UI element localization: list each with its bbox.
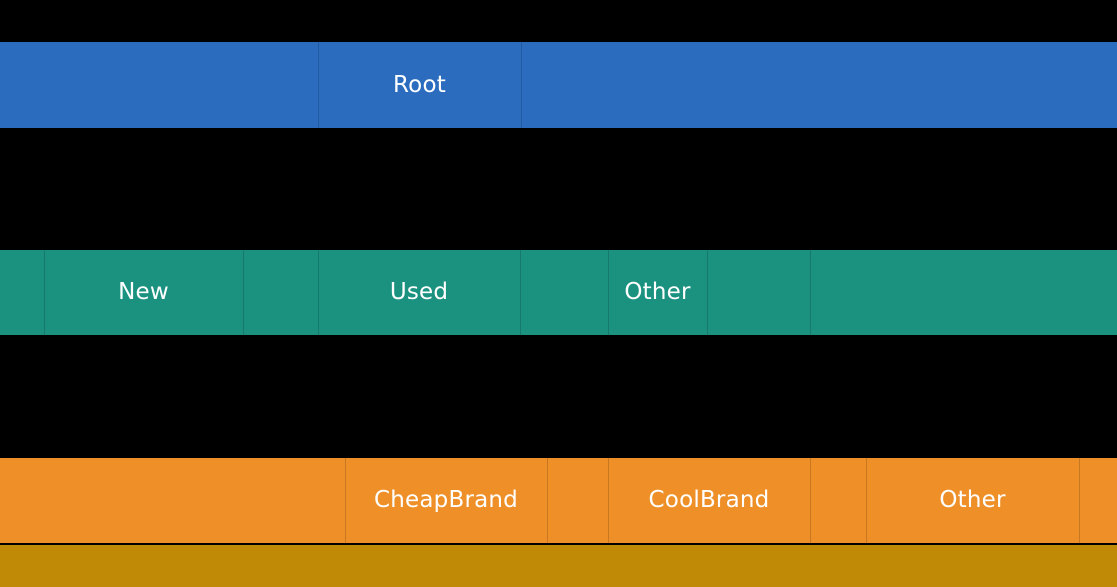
chart-level-leaf-level: [0, 545, 1117, 587]
chart-segment-used[interactable]: Used: [318, 250, 520, 335]
chart-segment-unlabeled[interactable]: [0, 42, 318, 128]
chart-segment-label: CoolBrand: [648, 487, 770, 513]
chart-segment-unlabeled[interactable]: [810, 250, 1117, 335]
chart-segment-unlabeled[interactable]: [1079, 458, 1117, 543]
chart-segment-unlabeled[interactable]: [707, 250, 810, 335]
chart-segment-unlabeled[interactable]: [0, 545, 1117, 587]
chart-segment-unlabeled[interactable]: [0, 458, 345, 543]
chart-segment-other[interactable]: Other: [608, 250, 707, 335]
chart-segment-unlabeled[interactable]: [521, 42, 1117, 128]
chart-segment-label: New: [118, 279, 169, 305]
chart-segment-root[interactable]: Root: [318, 42, 521, 128]
chart-segment-label: Used: [389, 279, 449, 305]
chart-segment-unlabeled[interactable]: [0, 250, 44, 335]
chart-segment-unlabeled[interactable]: [547, 458, 608, 543]
chart-segment-label: CheapBrand: [374, 487, 518, 513]
chart-segment-unlabeled[interactable]: [243, 250, 318, 335]
chart-segment-label: Other: [939, 487, 1006, 513]
chart-segment-new[interactable]: New: [44, 250, 243, 335]
chart-level-brand-level: CheapBrand CoolBrand Other: [0, 458, 1117, 543]
chart-level-root-level: Root: [0, 42, 1117, 128]
chart-segment-label: Root: [393, 71, 446, 98]
chart-segment-other[interactable]: Other: [866, 458, 1079, 543]
chart-segment-cheapbrand[interactable]: CheapBrand: [345, 458, 547, 543]
chart-segment-unlabeled[interactable]: [520, 250, 608, 335]
chart-level-condition-level: New Used Other: [0, 250, 1117, 335]
chart-segment-coolbrand[interactable]: CoolBrand: [608, 458, 810, 543]
chart-segment-unlabeled[interactable]: [810, 458, 866, 543]
chart-segment-label: Other: [624, 279, 691, 305]
